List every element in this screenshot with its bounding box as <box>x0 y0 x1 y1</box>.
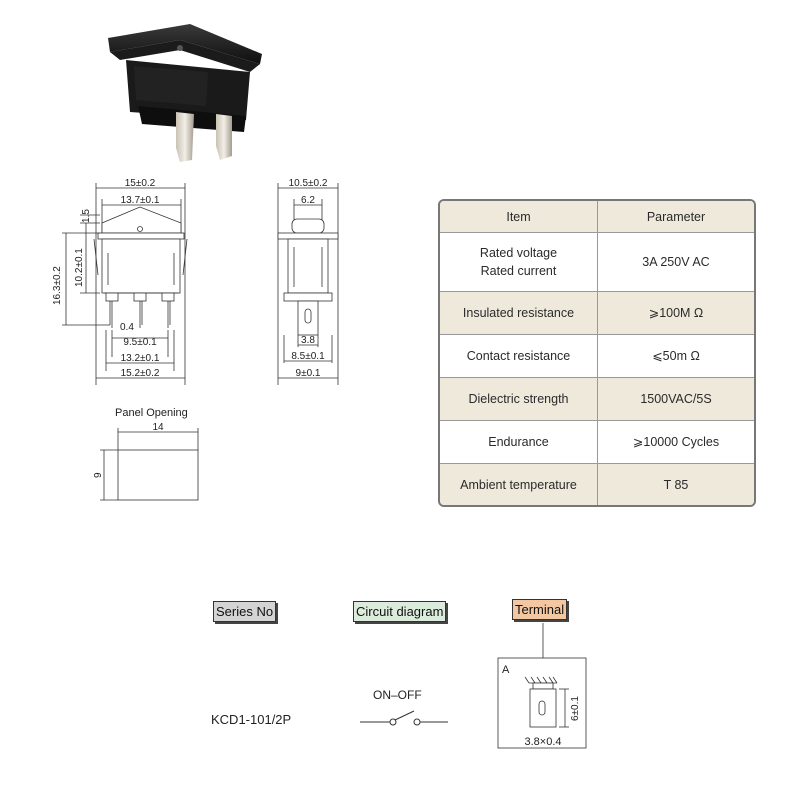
series-no-label: Series No <box>213 601 277 622</box>
header-item: Item <box>440 201 598 232</box>
dim-front-left-small: 1.5 <box>81 209 92 223</box>
table-row: Contact resistance ⩽50m Ω <box>440 335 754 378</box>
terminal-letter: A <box>502 664 510 676</box>
dim-side-top1: 10.5±0.2 <box>289 178 328 189</box>
front-view-drawing: 15±0.2 13.7±0.1 1.5 10.2±0.1 16.3±0.2 0.… <box>52 178 188 385</box>
dim-side-top2: 6.2 <box>301 195 315 206</box>
row-item: Rated voltage Rated current <box>440 233 598 291</box>
row-parameter: ⩾100M Ω <box>648 306 704 320</box>
terminal-height: 6±0.1 <box>570 696 581 721</box>
circuit-switch-symbol <box>360 710 448 726</box>
table-row: Dielectric strength 1500VAC/5S <box>440 378 754 421</box>
header-parameter: Parameter <box>646 209 706 224</box>
table-header-row: Item Parameter <box>440 201 754 233</box>
row-item: Endurance <box>440 421 598 463</box>
row-item: Dielectric strength <box>440 378 598 420</box>
dim-side-b1: 8.5±0.1 <box>291 351 325 362</box>
row-item: Ambient temperature <box>440 464 598 505</box>
row-parameter: ⩽50m Ω <box>652 349 700 363</box>
row-parameter: 1500VAC/5S <box>640 392 712 406</box>
row-item: Contact resistance <box>440 335 598 377</box>
panel-width: 14 <box>152 422 164 433</box>
terminal-label: Terminal <box>512 599 568 620</box>
panel-height: 9 <box>93 472 104 478</box>
side-view-drawing: 10.5±0.2 6.2 3.8 8.5±0.1 9±0.1 <box>277 178 339 385</box>
switch-photo <box>108 24 262 162</box>
row-item: Insulated resistance <box>440 292 598 334</box>
terminal-drawing: A 6±0.1 3.8×0.4 <box>497 623 587 749</box>
dim-front-top2: 13.7±0.1 <box>121 195 160 206</box>
table-row: Endurance ⩾10000 Cycles <box>440 421 754 464</box>
dim-front-left-mid: 10.2±0.1 <box>74 248 85 287</box>
dim-front-b1: 9.5±0.1 <box>123 337 157 348</box>
row-parameter: 3A 250V AC <box>642 255 710 269</box>
circuit-diagram-label: Circuit diagram <box>353 601 447 622</box>
dim-front-b3: 15.2±0.2 <box>121 368 160 379</box>
terminal-size: 3.8×0.4 <box>524 736 561 748</box>
table-row: Insulated resistance ⩾100M Ω <box>440 292 754 335</box>
row-parameter: ⩾10000 Cycles <box>632 435 720 449</box>
dim-front-top1: 15±0.2 <box>125 178 156 189</box>
row-parameter: T 85 <box>663 477 689 492</box>
table-row: Rated voltage Rated current 3A 250V AC <box>440 233 754 292</box>
spec-table: Item Parameter Rated voltage Rated curre… <box>438 199 756 507</box>
dim-front-b2: 13.2±0.1 <box>121 353 160 364</box>
panel-opening-drawing: 14 9 <box>93 422 199 501</box>
dim-side-b2: 9±0.1 <box>296 368 321 379</box>
dim-front-pin: 0.4 <box>120 322 134 333</box>
dim-side-b0: 3.8 <box>301 335 315 346</box>
model-number: KCD1-101/2P <box>211 712 292 727</box>
panel-opening-title: Panel Opening <box>115 407 188 419</box>
dim-front-left-total: 16.3±0.2 <box>52 266 63 305</box>
on-off-label: ON–OFF <box>373 688 422 702</box>
table-row: Ambient temperature T 85 <box>440 464 754 505</box>
